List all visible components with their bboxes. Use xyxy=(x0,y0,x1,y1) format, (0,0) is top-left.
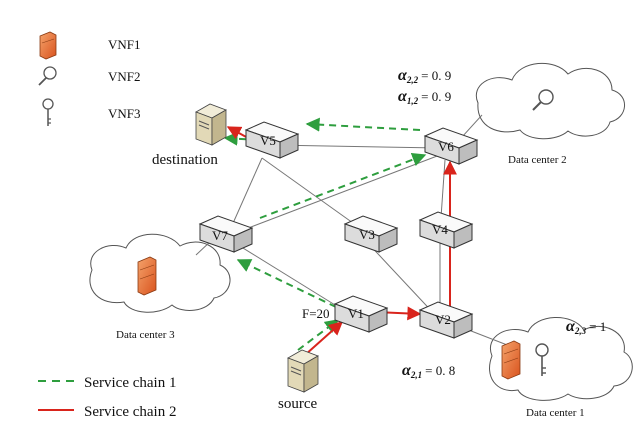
flow-label: F=20 xyxy=(302,306,330,321)
node-label-v2: V2 xyxy=(435,312,451,327)
legend-vnf1-label: VNF1 xyxy=(108,37,141,52)
magnifier-icon xyxy=(532,89,554,111)
datacenter-3-label: Data center 3 xyxy=(116,329,175,341)
router-v5: V5 xyxy=(244,121,300,159)
firewall-icon xyxy=(501,340,521,380)
svg-text:α2,1= 0. 8: α2,1= 0. 8 xyxy=(402,362,455,380)
router-v1: V1 xyxy=(333,295,389,333)
cloud-datacenter-3 xyxy=(89,233,231,313)
node-label-v4: V4 xyxy=(432,222,448,237)
firewall-icon xyxy=(137,256,157,296)
source-label: source xyxy=(278,396,317,412)
router-v2: V2 xyxy=(418,301,474,339)
node-label-v6: V6 xyxy=(438,139,454,154)
node-label-v7: V7 xyxy=(212,228,228,243)
router-v3: V3 xyxy=(343,215,399,253)
legend-chain-1-label: Service chain 1 xyxy=(84,375,176,391)
router-v7: V7 xyxy=(198,215,254,253)
legend-vnf2-label: VNF2 xyxy=(108,69,141,84)
datacenter-1-label: Data center 1 xyxy=(526,407,585,419)
legend-firewall-icon xyxy=(39,31,57,60)
alpha-2-2: α2,2= 0. 9 xyxy=(398,67,451,85)
alpha-2-1: α2,1= 0. 8 xyxy=(402,362,455,380)
cloud-datacenter-1 xyxy=(489,317,633,401)
destination-server-icon xyxy=(195,103,227,146)
datacenter-2-label: Data center 2 xyxy=(508,154,567,166)
router-v6: V6 xyxy=(423,127,479,165)
key-icon xyxy=(535,343,549,376)
legend-magnifier-icon xyxy=(38,66,57,86)
node-label-v5: V5 xyxy=(260,133,276,148)
source-server-icon xyxy=(287,349,319,393)
router-v4: V4 xyxy=(418,211,474,249)
legend-vnf3-label: VNF3 xyxy=(108,106,141,121)
svg-text:α2,2= 0. 9: α2,2= 0. 9 xyxy=(398,67,451,85)
svg-text:α1,2= 0. 9: α1,2= 0. 9 xyxy=(398,88,451,106)
destination-label: destination xyxy=(152,152,218,168)
alpha-2-3: α2,3= 1 xyxy=(566,318,606,336)
alpha-1-2: α1,2= 0. 9 xyxy=(398,88,451,106)
legend-chain-2-label: Service chain 2 xyxy=(84,404,176,420)
node-label-v3: V3 xyxy=(359,227,375,242)
node-label-v1: V1 xyxy=(348,306,364,321)
legend-key-icon xyxy=(42,98,54,126)
svg-text:α2,3= 1: α2,3= 1 xyxy=(566,318,606,336)
